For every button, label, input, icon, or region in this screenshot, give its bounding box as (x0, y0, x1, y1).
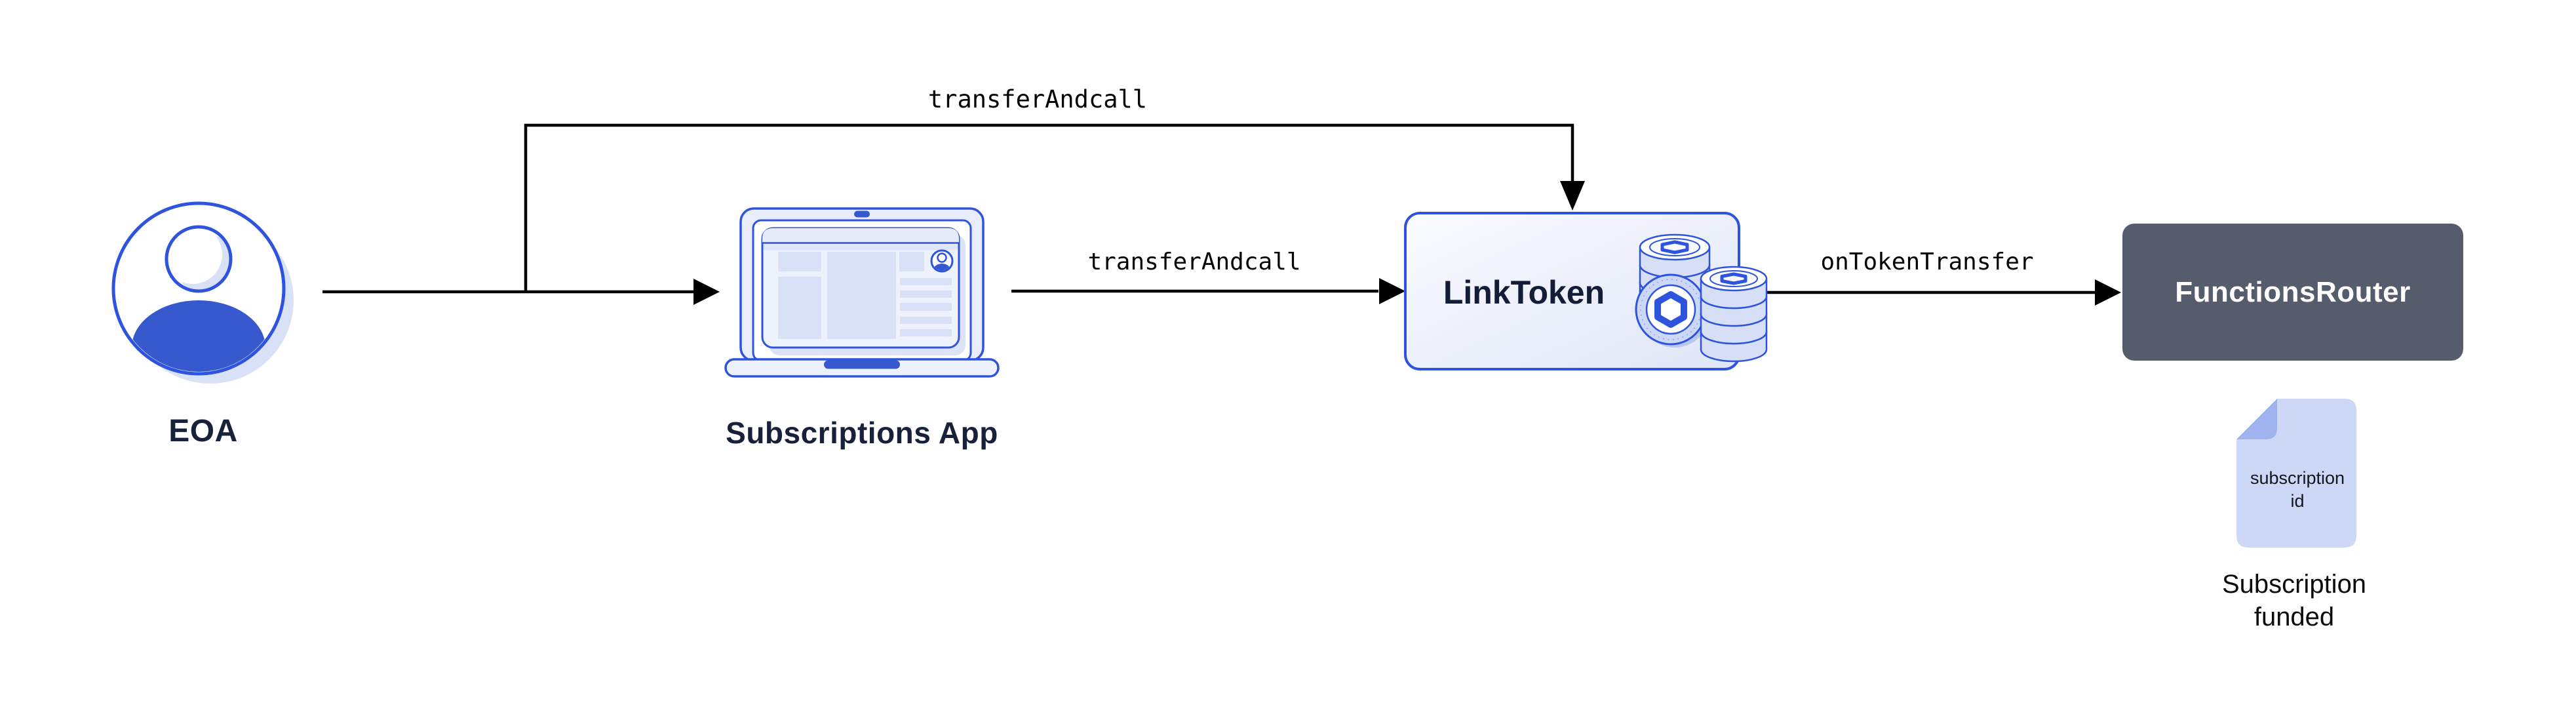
arrow-eoa-to-linktoken-elbow-line (524, 123, 1574, 292)
screen-bar (900, 303, 952, 311)
edge-label-eoa-to-linktoken: transferAndcall (927, 85, 1148, 113)
chainlink-hexagon-logo (1654, 291, 1687, 328)
document-text-line1: subscription (2250, 468, 2345, 488)
arrowhead-to-router (2095, 279, 2121, 306)
screen-block (827, 252, 896, 339)
document-text: subscription id (2229, 467, 2366, 513)
eoa-node-label: EOA (168, 414, 238, 449)
link-coin-stacks-icon (1635, 233, 1768, 363)
linktoken-node-label: LinkToken (1443, 274, 1605, 311)
screen-block (778, 252, 821, 271)
chainlink-coin-front (1635, 273, 1709, 348)
arrowhead-to-linktoken-left (1379, 278, 1405, 304)
document-text-line2: id (2290, 491, 2305, 511)
screen-block (899, 252, 924, 271)
laptop-browser-icon (724, 207, 1000, 378)
subscriptions-app-node-label: Subscriptions App (726, 416, 998, 450)
browser-toolbar (762, 228, 959, 243)
screen-bar (900, 329, 952, 336)
screen-bar (900, 290, 952, 298)
caption-line2: funded (2254, 603, 2335, 631)
edge-label-app-to-linktoken: transferAndcall (1087, 249, 1301, 275)
screen-bar (900, 278, 952, 285)
document-fold (2236, 399, 2277, 439)
arrowhead-to-linktoken-top (1560, 181, 1585, 210)
subscription-document-icon (2236, 399, 2356, 548)
laptop-camera (854, 210, 870, 218)
subscription-funded-caption: Subscription funded (2176, 568, 2412, 633)
caption-line1: Subscription (2221, 570, 2367, 599)
screen-bar (900, 317, 952, 324)
arrowhead-to-app (693, 279, 720, 305)
laptop-hinge (824, 360, 900, 369)
edge-label-linktoken-to-router: onTokenTransfer (1820, 249, 2034, 275)
functions-router-box: FunctionsRouter (2122, 224, 2463, 361)
functions-router-node-label: FunctionsRouter (2175, 275, 2411, 308)
screen-block (778, 277, 821, 339)
coin-stack-right (1700, 266, 1768, 363)
user-avatar-icon (111, 201, 294, 384)
avatar-head-ring (165, 225, 233, 293)
